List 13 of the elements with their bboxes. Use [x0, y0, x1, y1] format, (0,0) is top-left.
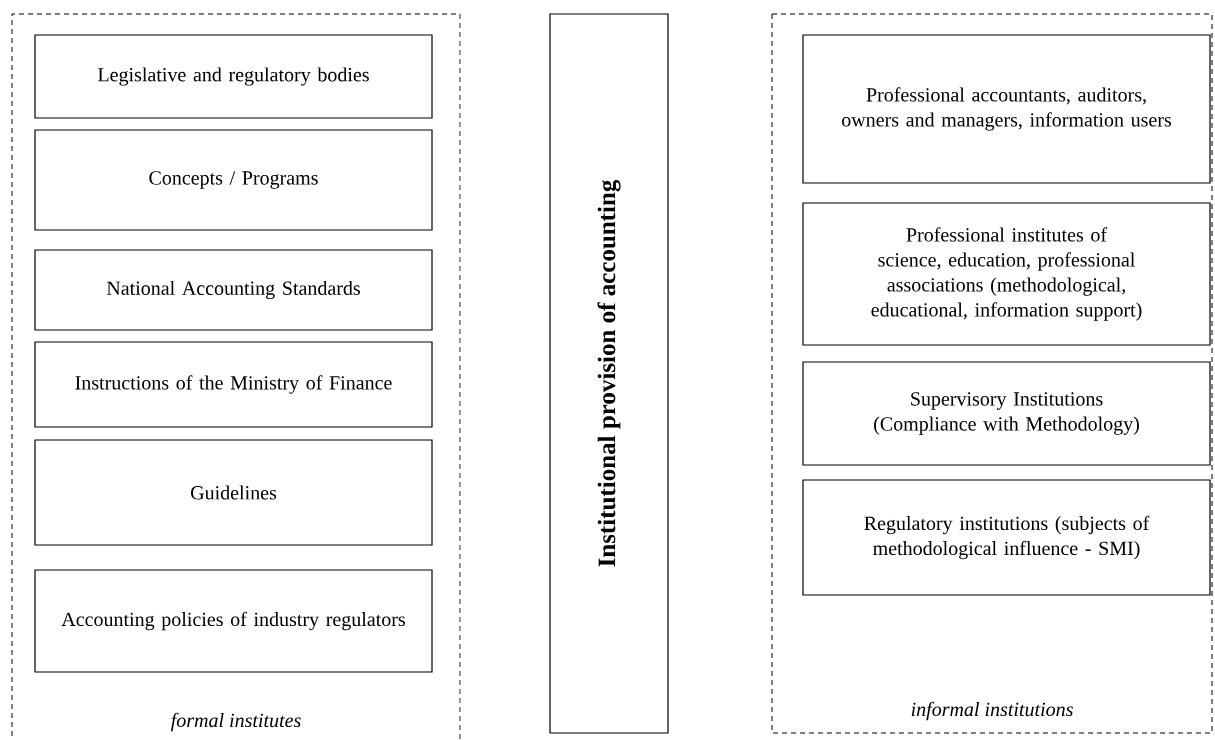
text-box: Guidelines [34, 439, 433, 546]
group-caption: formal institutes [170, 712, 301, 732]
text-box: Professional accountants, auditors, owners and managers, information users [802, 34, 1211, 184]
vertical-title-box: Institutional provision of accounting [549, 13, 669, 734]
group-caption: informal institutions [911, 701, 1073, 721]
text-box: National Accounting Standards [34, 249, 433, 331]
text-box: Supervisory Institutions (Compliance with Methodology) [802, 361, 1211, 466]
text-box: Legislative and regulatory bodies [34, 34, 433, 119]
text-box: Regulatory institutions (subjects of methodological influence - SMI) [802, 479, 1211, 596]
text-box: Accounting policies of industry regulators [34, 569, 433, 673]
text-box: Concepts / Programs [34, 129, 433, 231]
text-box: Instructions of the Ministry of Finance [34, 341, 433, 428]
text-box: Professional institutes of science, education, professional associations (methodological, educational, information support) [802, 202, 1211, 346]
